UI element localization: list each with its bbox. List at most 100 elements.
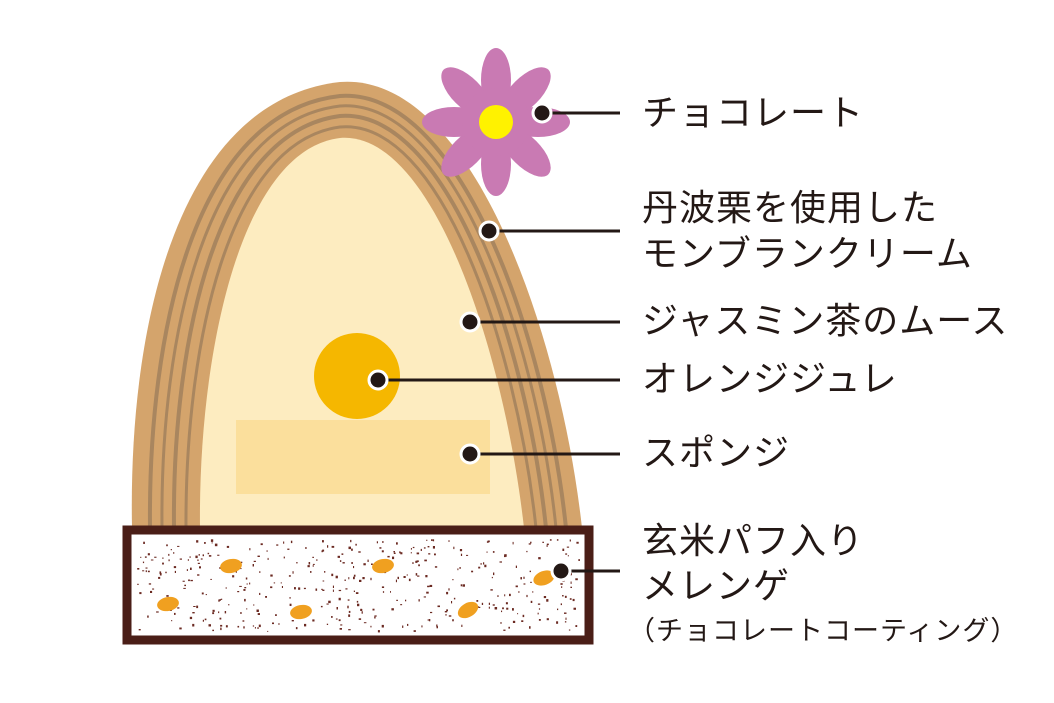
meringue-speckle — [491, 576, 493, 579]
meringue-speckle — [332, 589, 334, 592]
meringue-speckle — [521, 620, 524, 622]
meringue-speckle — [195, 555, 198, 559]
meringue-speckle — [283, 541, 285, 544]
meringue-speckle — [371, 563, 373, 565]
meringue-speckle — [494, 607, 498, 610]
meringue-speckle — [512, 541, 514, 545]
meringue-speckle — [381, 624, 384, 628]
meringue-speckle — [452, 619, 454, 622]
meringue-speckle — [430, 611, 433, 614]
meringue-speckle — [374, 616, 376, 619]
meringue-speckle — [515, 585, 518, 588]
meringue-speckle — [340, 624, 343, 626]
meringue-speckle — [267, 557, 269, 560]
meringue-speckle — [294, 587, 296, 590]
meringue-speckle — [189, 556, 191, 558]
meringue-speckle — [212, 629, 214, 632]
meringue-speckle — [193, 606, 196, 607]
meringue-speckle — [347, 605, 349, 609]
meringue-speckle — [341, 553, 344, 555]
meringue-speckle — [208, 555, 212, 557]
meringue-speckle — [168, 553, 170, 556]
meringue-speckle — [538, 608, 541, 610]
meringue-speckle — [370, 577, 372, 581]
meringue-speckle — [512, 620, 516, 623]
meringue-speckle — [436, 624, 438, 627]
meringue-speckle — [381, 586, 385, 588]
meringue-speckle — [397, 576, 399, 580]
meringue-speckle — [295, 627, 298, 630]
meringue-speckle — [322, 580, 325, 582]
meringue-speckle — [393, 551, 395, 553]
meringue-speckle — [358, 551, 361, 553]
meringue-speckle — [416, 552, 420, 555]
meringue-speckle — [416, 560, 419, 562]
meringue-speckle — [460, 553, 463, 556]
meringue-speckle — [312, 563, 315, 565]
meringue-speckle — [486, 551, 488, 553]
meringue-speckle — [431, 539, 433, 541]
meringue-speckle — [403, 576, 406, 578]
meringue-speckle — [139, 592, 142, 595]
meringue-speckle — [145, 570, 147, 573]
meringue-speckle — [509, 593, 511, 597]
meringue-speckle — [400, 604, 403, 606]
meringue-speckle — [434, 566, 438, 568]
meringue-speckle — [316, 559, 318, 561]
meringue-speckle — [564, 621, 567, 623]
meringue-speckle — [321, 550, 323, 553]
meringue-speckle — [177, 545, 180, 547]
meringue-speckle — [142, 561, 145, 564]
label-chocolate: チョコレート — [642, 93, 865, 134]
meringue-speckle — [259, 571, 261, 573]
meringue-speckle — [219, 599, 221, 601]
meringue-speckle — [219, 567, 221, 569]
meringue-speckle — [575, 625, 578, 627]
meringue-speckle — [208, 624, 211, 627]
meringue-speckle — [502, 607, 504, 610]
meringue-speckle — [387, 555, 390, 558]
meringue-speckle — [434, 553, 436, 556]
meringue-speckle — [278, 623, 280, 625]
meringue-speckle — [542, 541, 544, 543]
meringue-speckle — [276, 544, 279, 546]
meringue-speckle — [537, 612, 539, 615]
meringue-speckle — [138, 629, 141, 631]
meringue-speckle — [174, 570, 176, 573]
meringue-speckle — [322, 549, 325, 552]
meringue-speckle — [289, 597, 291, 599]
meringue-speckle — [291, 620, 294, 622]
meringue-speckle — [564, 595, 567, 598]
meringue-speckle — [312, 565, 314, 567]
meringue-speckle — [361, 611, 363, 614]
meringue-speckle — [538, 619, 541, 621]
meringue-speckle — [204, 618, 207, 621]
meringue-speckle — [198, 554, 200, 556]
meringue-speckle — [273, 582, 276, 584]
meringue-speckle — [543, 596, 547, 599]
meringue-speckle — [237, 625, 240, 628]
meringue-speckle — [312, 556, 314, 558]
meringue-speckle — [173, 566, 177, 569]
meringue-speckle — [407, 623, 409, 626]
meringue-speckle — [530, 581, 532, 583]
meringue-speckle — [457, 568, 459, 571]
meringue-speckle — [423, 547, 426, 549]
meringue-speckle — [576, 541, 579, 544]
meringue-speckle — [556, 621, 559, 624]
meringue-speckle — [324, 571, 326, 573]
meringue-speckle — [410, 548, 412, 550]
meringue-speckle — [350, 539, 352, 543]
meringue-speckle — [488, 606, 490, 609]
meringue-speckle — [281, 586, 283, 588]
meringue-speckle — [448, 540, 450, 542]
meringue-speckle — [430, 585, 433, 587]
meringue-speckle — [560, 603, 562, 606]
meringue-speckle — [173, 552, 175, 554]
meringue-speckle — [569, 598, 572, 600]
meringue-speckle — [257, 613, 260, 615]
meringue-speckle — [488, 602, 490, 605]
meringue-speckle — [256, 609, 259, 612]
meringue-speckle — [564, 612, 567, 614]
meringue-speckle — [315, 588, 318, 591]
